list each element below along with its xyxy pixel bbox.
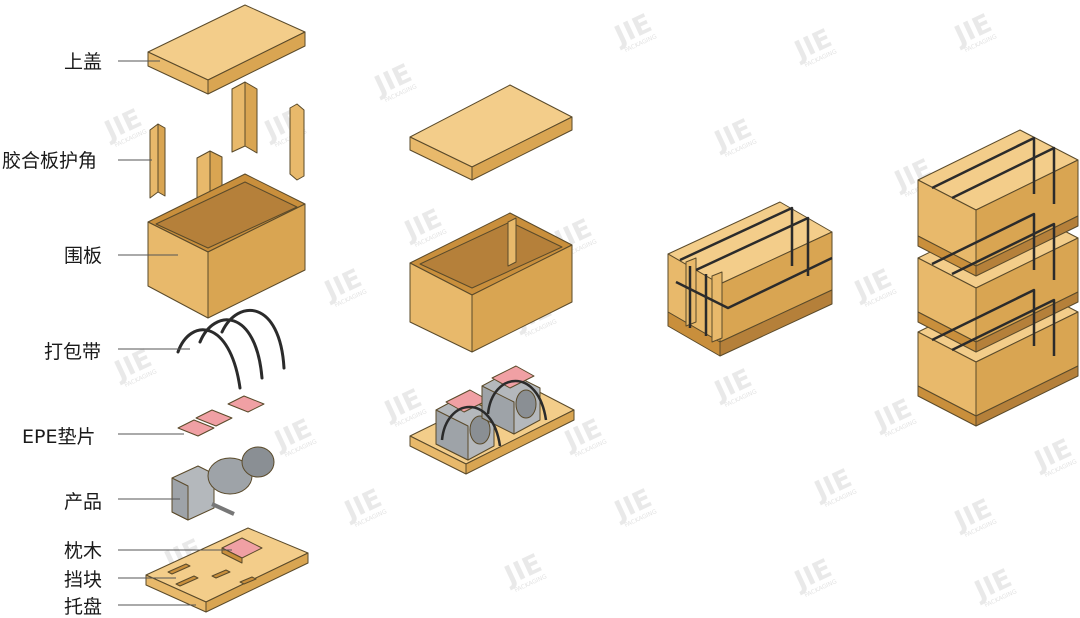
stacked-crates-straps xyxy=(931,136,1056,356)
pallet xyxy=(145,527,309,613)
lid-panel xyxy=(147,4,306,95)
label-pallet: 托盘 xyxy=(64,596,102,618)
assembly-pallet-with-product xyxy=(409,365,575,475)
assembly-lid xyxy=(409,84,573,181)
exploded-view: 上盖 胶合板护角 围板 打包带 EPE垫片 产品 枕木 挡块 托盘 xyxy=(2,4,309,618)
label-product: 产品 xyxy=(64,491,102,513)
strapping-bands xyxy=(176,308,286,390)
epe-pads xyxy=(177,395,265,437)
closed-crate-view xyxy=(667,201,833,357)
label-epe-pads: EPE垫片 xyxy=(22,426,95,448)
label-side-panels: 围板 xyxy=(64,245,102,267)
component-labels: 上盖 胶合板护角 围板 打包带 EPE垫片 产品 枕木 挡块 托盘 xyxy=(2,51,232,618)
label-plywood-corner: 胶合板护角 xyxy=(2,150,97,172)
stacked-crates-view xyxy=(917,129,1079,427)
label-stop-block: 挡块 xyxy=(64,569,102,591)
partial-assembly-view xyxy=(409,84,575,475)
label-lid: 上盖 xyxy=(64,51,102,73)
product-motor xyxy=(171,446,275,521)
assembly-open-box xyxy=(409,212,573,353)
stacked-crate-top xyxy=(917,129,1079,277)
closed-crate-straps xyxy=(675,206,833,336)
label-sleeper: 枕木 xyxy=(64,540,102,562)
side-panels-box xyxy=(147,173,306,319)
label-strapping: 打包带 xyxy=(44,341,101,363)
